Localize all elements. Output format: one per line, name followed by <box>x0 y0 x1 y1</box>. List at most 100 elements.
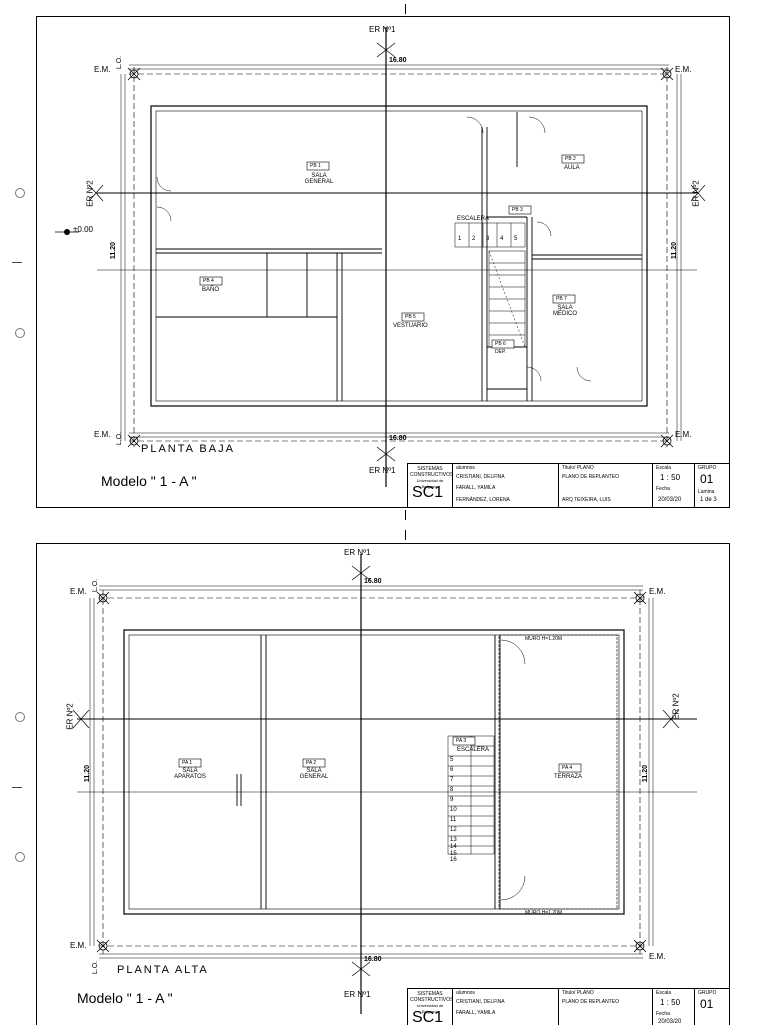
stair-step-number: 13 <box>450 837 457 843</box>
lo-label: L.O. <box>116 55 124 70</box>
width-dimension: 16.80 <box>364 956 382 963</box>
title-block: SISTEMAS CONSTRUCTIVOS Universidad de Be… <box>407 988 729 1025</box>
stair-step-number: 3 <box>486 236 490 242</box>
margin-mark <box>12 262 22 263</box>
stair-step-number: 9 <box>450 797 454 803</box>
width-dimension: 16.80 <box>364 578 382 585</box>
binder-hole <box>15 712 25 722</box>
group-number: 01 <box>700 997 714 1011</box>
student-name: CRISTIANI, DELFINA <box>456 474 505 480</box>
stair-step-number: 1 <box>458 236 462 242</box>
stair-step-number: 14 <box>450 844 457 850</box>
room-code: PA 1 <box>182 760 193 766</box>
room-code: PB 5 <box>405 314 416 320</box>
axis-label-right: ER Nº2 <box>671 693 681 720</box>
course-code: SC1 <box>412 484 444 501</box>
stair-step-number: 16 <box>450 857 457 863</box>
depth-dimension: 11.20 <box>642 764 650 783</box>
room-code: PB 6 <box>495 341 506 347</box>
room-name: SALA GENERAL <box>299 768 329 780</box>
axis-label-left: ER Nº2 <box>85 180 95 207</box>
margin-mark <box>12 787 22 788</box>
students-label: alumnos <box>456 990 475 996</box>
width-dimension: 16.80 <box>389 435 407 442</box>
room-code: PA 4 <box>562 765 573 771</box>
scale-value: 1 : 50 <box>660 473 681 482</box>
sheet-tick <box>405 530 406 540</box>
sheet-label: Lamina <box>698 489 715 495</box>
student-name: FARALL, YAMILA <box>456 1010 496 1016</box>
axis-label-left: ER Nº2 <box>65 703 75 730</box>
date-label: Fecha <box>656 1011 670 1017</box>
date-label: Fecha <box>656 486 670 492</box>
em-label: E.M. <box>649 952 666 961</box>
upper-floor-plan <box>72 554 697 1014</box>
lo-label: L.O. <box>92 578 100 593</box>
wall-note: MURO H=1.20M <box>525 636 563 642</box>
scale-label: Escala <box>656 990 672 996</box>
stair-step-number: 5 <box>450 757 454 763</box>
room-name: VESTUARIO <box>393 323 428 329</box>
room-name: DEP. <box>495 349 507 355</box>
lo-label: L.O. <box>92 960 100 975</box>
axis-label-top: ER Nº1 <box>369 25 396 34</box>
student-name: FERNÁNDEZ, LORENA <box>456 497 510 503</box>
lo-label: L.O. <box>116 431 124 446</box>
binder-hole <box>15 852 25 862</box>
teacher-name: TEIXEIRA, LUIS <box>574 497 611 503</box>
date-value: 20/03/20 <box>658 1019 682 1025</box>
date-value: 20/03/20 <box>658 497 682 503</box>
em-label: E.M. <box>675 65 692 74</box>
sheet-tick <box>405 510 406 520</box>
stair-step-number: 5 <box>514 236 518 242</box>
group-label: GRUPO <box>698 990 717 996</box>
room-code: PA 3 <box>456 738 467 744</box>
stair-step-number: 2 <box>472 236 476 242</box>
scale-label: Escala <box>656 465 672 471</box>
plan-label: Titulo/ PLANO <box>562 465 594 471</box>
room-code: PB 1 <box>310 163 321 169</box>
room-name: SALA APARATOS <box>174 768 206 780</box>
room-name: TERRAZA <box>554 774 583 780</box>
room-code: PA 2 <box>306 760 317 766</box>
em-label: E.M. <box>649 587 666 596</box>
em-label: E.M. <box>70 941 87 950</box>
depth-dimension: 11.20 <box>110 241 118 260</box>
students-label: alumnos <box>456 465 475 471</box>
plan-title: PLANO DE REPLANTEO <box>562 474 619 480</box>
wall-note: MURO H=1.20M <box>525 910 563 916</box>
room-name: ESCALERA <box>457 216 490 222</box>
room-code: PB 2 <box>565 156 576 162</box>
plan-label: Titulo/ PLANO <box>562 990 594 996</box>
drawing-sheet-upper-floor: ER Nº1 ER Nº1 ER Nº2 ER Nº2 E.M. E.M. E.… <box>36 543 730 1025</box>
width-dimension: 16.80 <box>389 57 407 64</box>
room-name: ESCALERA <box>457 747 490 753</box>
school-name: SISTEMAS CONSTRUCTIVOS <box>410 466 454 478</box>
sheet-number: 1 de 3 <box>700 497 717 503</box>
scale-value: 1 : 50 <box>660 998 681 1007</box>
room-code: PB 7 <box>556 296 567 302</box>
room-name: SALA GENERAL <box>304 173 334 185</box>
floor-title: PLANTA ALTA <box>117 964 209 976</box>
stair-step-number: 4 <box>500 236 504 242</box>
title-block: SISTEMAS CONSTRUCTIVOS Universidad de Be… <box>407 463 729 507</box>
teacher-label: ARQ <box>562 497 573 503</box>
level-label: ±0.00 <box>73 225 93 234</box>
university-name: Universidad de Belgrano <box>416 1003 444 1014</box>
room-name: AULA <box>564 165 580 171</box>
stair-step-number: 12 <box>450 827 457 833</box>
em-label: E.M. <box>94 65 111 74</box>
depth-dimension: 11.20 <box>671 241 679 260</box>
em-label: E.M. <box>675 430 692 439</box>
axis-label-bottom: ER Nº1 <box>369 466 396 475</box>
model-label: Modelo " 1 - A " <box>101 473 197 489</box>
student-name: FARALL, YAMILA <box>456 485 496 491</box>
stair-step-number: 15 <box>450 851 457 857</box>
stair-step-number: 7 <box>450 777 454 783</box>
binder-hole <box>15 328 25 338</box>
stair-step-number: 8 <box>450 787 454 793</box>
axis-label-right: ER Nº2 <box>691 180 701 207</box>
student-name: CRISTIANI, DELFINA <box>456 999 505 1005</box>
room-code: PB 4 <box>203 278 214 284</box>
stair-step-number: 11 <box>450 817 457 823</box>
